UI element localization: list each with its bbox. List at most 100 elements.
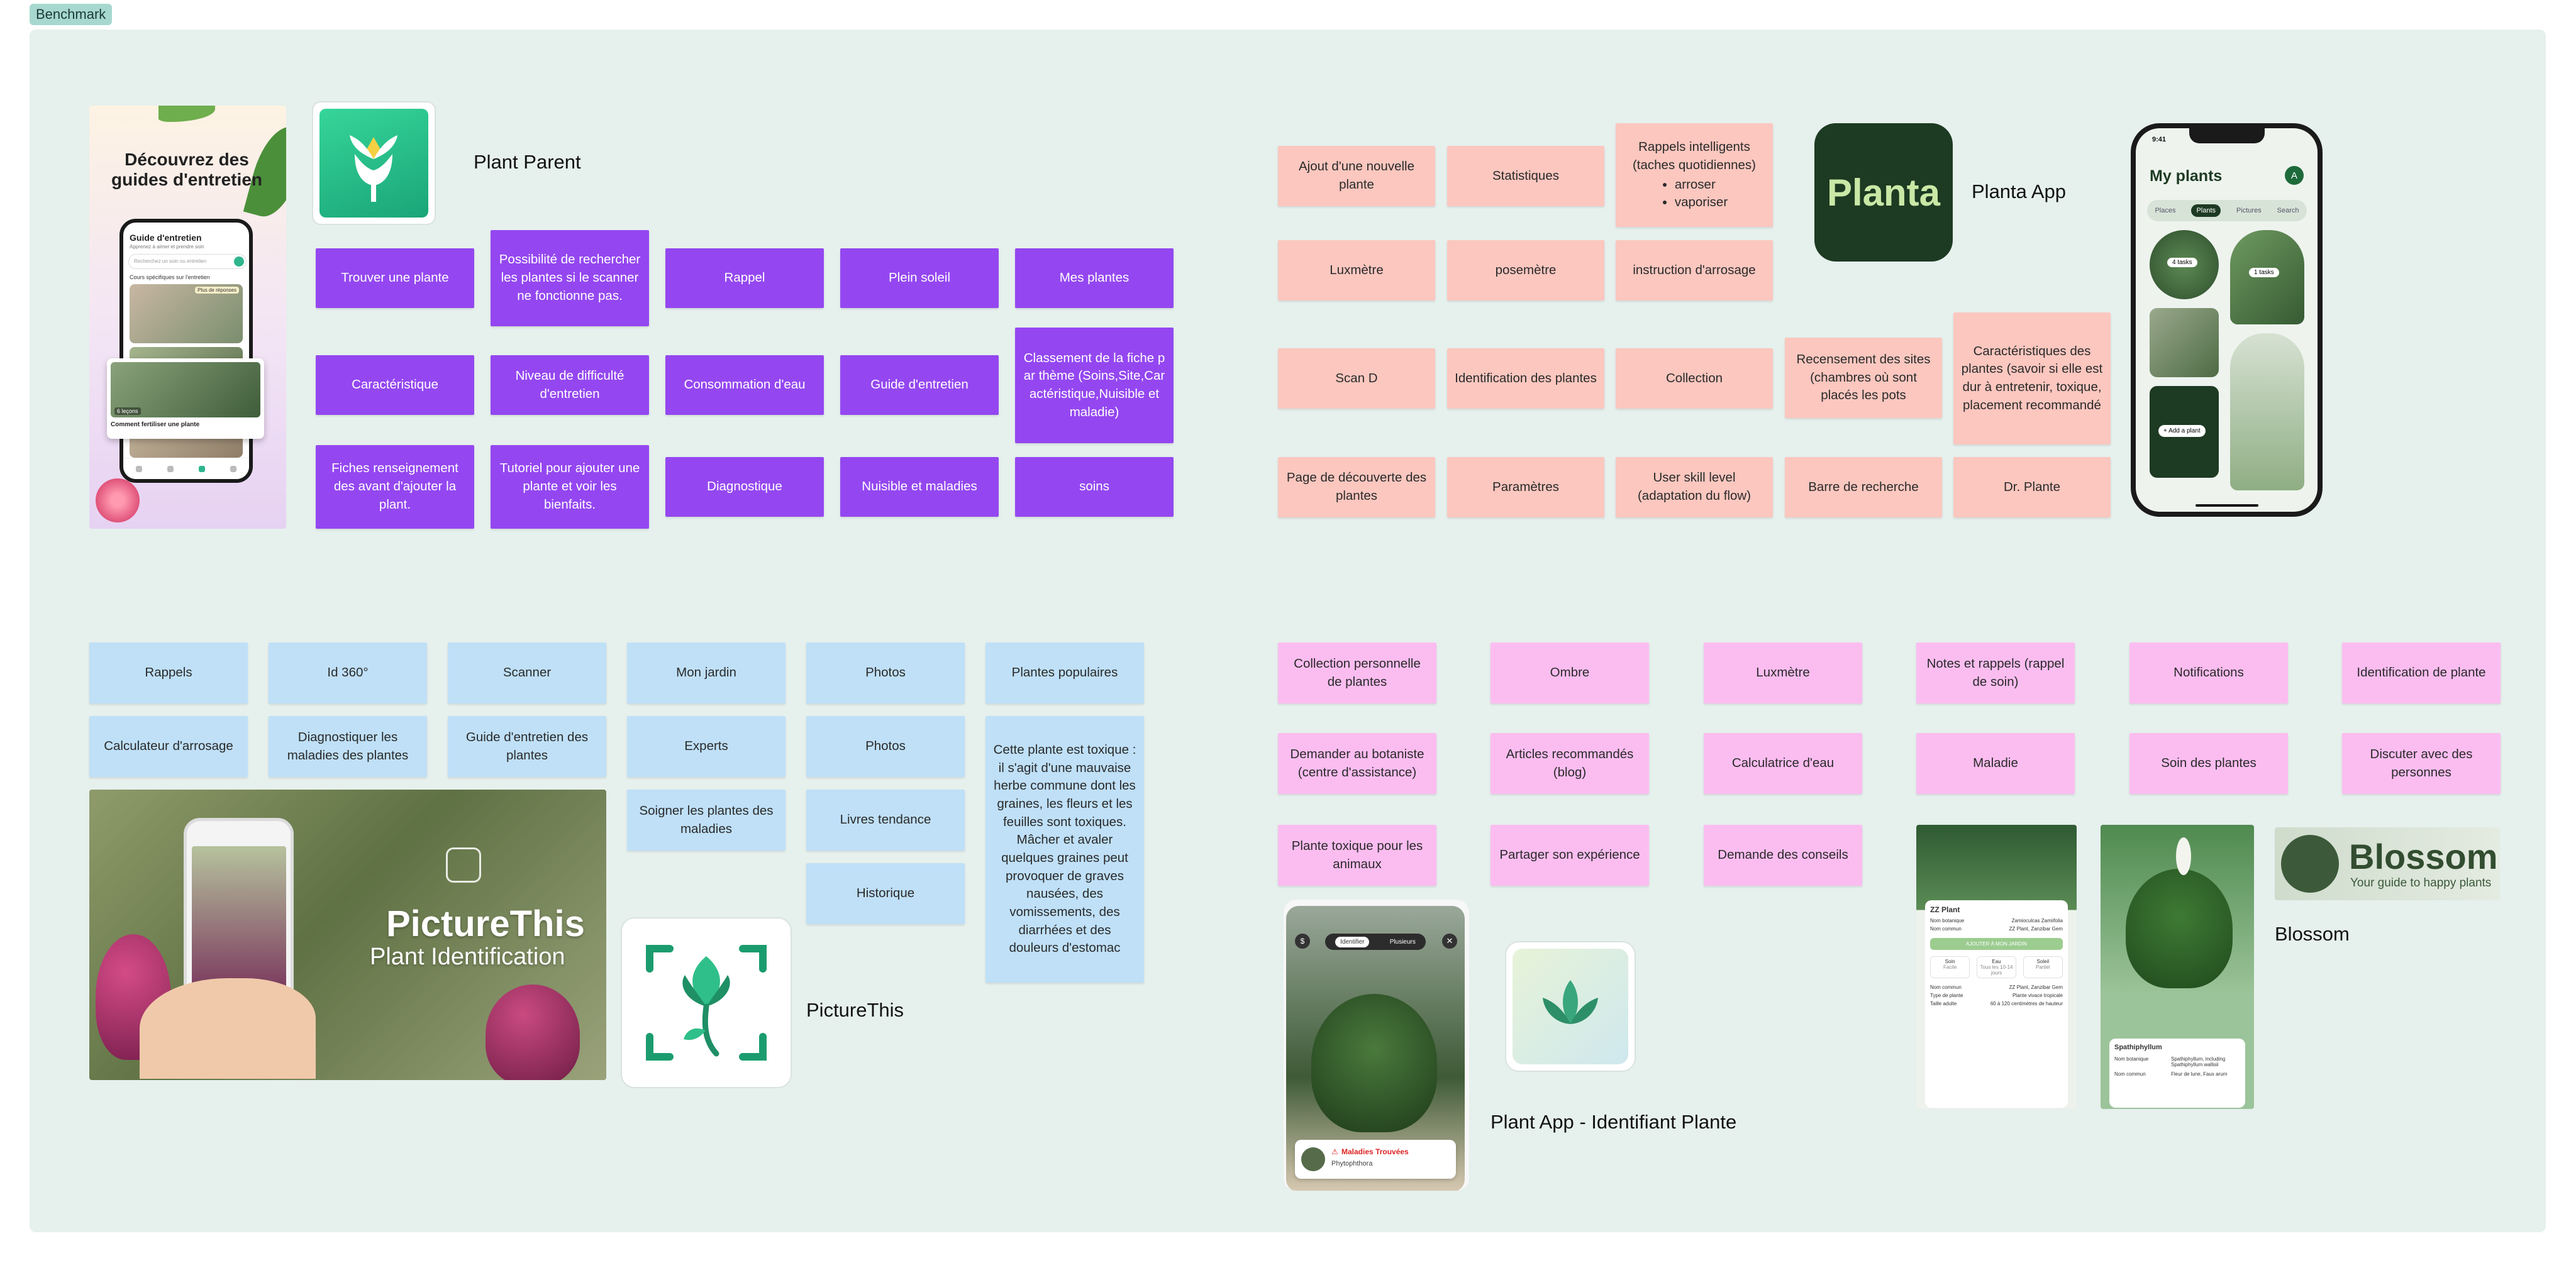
note-calculatrice-eau[interactable]: Calculatrice d'eau	[1704, 733, 1862, 794]
tab-plusieurs[interactable]: Plusieurs	[1389, 938, 1416, 946]
result-card[interactable]: ⚠ Maladies Trouvées Phytophthora	[1295, 1140, 1456, 1179]
note-soin-plantes[interactable]: Soin des plantes	[2129, 733, 2288, 794]
note-mon-jardin[interactable]: Mon jardin	[627, 643, 786, 703]
note-diagnostiquer-maladies[interactable]: Diagnostiquer les maladies des plantes	[269, 716, 427, 777]
note-fiches-renseignement[interactable]: Fiches renseignement des avant d'ajouter…	[316, 445, 474, 529]
result-subtitle: Phytophthora	[1331, 1160, 1373, 1167]
note-ajout-plante[interactable]: Ajout d'une nouvelle plante	[1278, 146, 1435, 206]
add-garden-button[interactable]: AJOUTER À MON JARDIN	[1930, 938, 2063, 950]
note-collection-personnelle[interactable]: Collection personnelle de plantes	[1278, 643, 1436, 703]
close-icon[interactable]: $	[1295, 934, 1310, 949]
note-niveau-difficulte[interactable]: Niveau de difficulté d'entretien	[491, 355, 649, 415]
avatar[interactable]: A	[2285, 166, 2304, 185]
add-plant-button[interactable]: + Add a plant	[2158, 425, 2206, 437]
note-mes-plantes[interactable]: Mes plantes	[1015, 248, 1174, 308]
note-scanner[interactable]: Scanner	[448, 643, 606, 703]
course-card[interactable]: Plus de réponses	[130, 284, 243, 343]
plant-card[interactable]: 4 tasks	[2150, 230, 2219, 299]
care-label: Eau	[1992, 959, 2001, 964]
note-scan-d[interactable]: Scan D	[1278, 348, 1435, 409]
note-page-decouverte[interactable]: Page de découverte des plantes	[1278, 457, 1435, 517]
planta-title: Planta App	[1972, 180, 2066, 202]
tab-icon[interactable]	[167, 465, 174, 472]
note-recensement-sites[interactable]: Recensement des sites (chambres où sont …	[1785, 338, 1942, 418]
note-plein-soleil[interactable]: Plein soleil	[840, 248, 999, 308]
tab-plants[interactable]: Plants	[2191, 204, 2221, 217]
info-label: Nom botanique	[1930, 918, 1965, 924]
plant-card[interactable]	[2150, 308, 2219, 377]
note-soins[interactable]: soins	[1015, 457, 1174, 517]
note-articles-recommandes[interactable]: Articles recommandés (blog)	[1491, 733, 1649, 794]
note-notifications[interactable]: Notifications	[2129, 643, 2288, 703]
note-livres-tendance[interactable]: Livres tendance	[806, 790, 965, 851]
note-plante-toxique-animaux[interactable]: Plante toxique pour les animaux	[1278, 825, 1436, 886]
plant-card[interactable]: 1 tasks	[2230, 230, 2304, 324]
blossom-logo: Blossom Your guide to happy plants	[2275, 827, 2500, 900]
search-icon[interactable]	[234, 256, 244, 267]
note-caracteristiques-plantes[interactable]: Caractéristiques des plantes (savoir si …	[1953, 312, 2111, 444]
note-rappel[interactable]: Rappel	[665, 248, 824, 308]
note-rappels-intelligents[interactable]: Rappels intelligents (taches quotidienne…	[1616, 123, 1773, 227]
close-icon[interactable]: ✕	[1442, 934, 1457, 949]
search-input[interactable]: Recherchez un soin ou entretien	[128, 254, 247, 269]
tab-pictures[interactable]: Pictures	[2236, 207, 2262, 214]
plant-name: Spathiphyllum	[2114, 1044, 2162, 1051]
add-plant-card[interactable]: + Add a plant	[2150, 386, 2219, 478]
note-experts[interactable]: Experts	[627, 716, 786, 777]
note-luxmetre-2[interactable]: Luxmètre	[1704, 643, 1862, 703]
note-diagnostique[interactable]: Diagnostique	[665, 457, 824, 517]
picturethis-title: PictureThis	[806, 999, 904, 1021]
tab-icon[interactable]	[136, 465, 142, 472]
planta-logo-text: Planta	[1826, 171, 1941, 214]
note-instruction-arrosage[interactable]: instruction d'arrosage	[1616, 240, 1773, 301]
note-ombre[interactable]: Ombre	[1491, 643, 1649, 703]
planta-tabs: Places Plants Pictures Search	[2147, 200, 2307, 221]
tab-places[interactable]: Places	[2155, 207, 2176, 214]
plant-card[interactable]	[2230, 333, 2304, 490]
note-tutoriel[interactable]: Tutoriel pour ajouter une plante et voir…	[491, 445, 649, 529]
note-maladie[interactable]: Maladie	[1916, 733, 2075, 794]
note-partager-experience[interactable]: Partager son expérience	[1491, 825, 1649, 886]
note-posemetre[interactable]: posemètre	[1447, 240, 1604, 301]
note-notes-rappels[interactable]: Notes et rappels (rappel de soin)	[1916, 643, 2075, 703]
note-nuisible-maladies[interactable]: Nuisible et maladies	[840, 457, 999, 517]
blossom-title: Blossom	[2275, 923, 2350, 945]
note-discuter-personnes[interactable]: Discuter avec des personnes	[2342, 733, 2501, 794]
note-soigner-plantes[interactable]: Soigner les plantes des maladies	[627, 790, 786, 851]
note-consommation-eau[interactable]: Consommation d'eau	[665, 355, 824, 415]
tab-icon[interactable]	[230, 465, 236, 472]
note-classement-fiche[interactable]: Classement de la fiche par thème (Soins,…	[1015, 328, 1174, 443]
picturethis-app-icon	[621, 917, 792, 1088]
note-user-skill-level[interactable]: User skill level (adaptation du flow)	[1616, 457, 1773, 517]
note-statistiques[interactable]: Statistiques	[1447, 146, 1604, 206]
tab-identifier[interactable]: Identifier	[1335, 936, 1370, 947]
note-demander-botaniste[interactable]: Demander au botaniste (centre d'assistan…	[1278, 733, 1436, 794]
note-identification-plante[interactable]: Identification de plante	[2342, 643, 2501, 703]
tab-search[interactable]: Search	[2277, 207, 2299, 214]
note-collection[interactable]: Collection	[1616, 348, 1773, 409]
note-identification-plantes[interactable]: Identification des plantes	[1447, 348, 1604, 409]
note-caracteristique[interactable]: Caractéristique	[316, 355, 474, 415]
tasks-badge: 1 tasks	[2249, 268, 2279, 277]
frame-label[interactable]: Benchmark	[30, 4, 113, 25]
note-guide-entretien[interactable]: Guide d'entretien	[840, 355, 999, 415]
note-luxmetre[interactable]: Luxmètre	[1278, 240, 1435, 301]
note-trouver-plante[interactable]: Trouver une plante	[316, 248, 474, 308]
note-rappels[interactable]: Rappels	[89, 643, 248, 703]
note-recherche-plantes[interactable]: Possibilité de rechercher les plantes si…	[491, 230, 649, 326]
tab-icon[interactable]	[199, 465, 205, 472]
note-dr-plante[interactable]: Dr. Plante	[1953, 457, 2111, 517]
phone-screen	[192, 846, 286, 991]
note-demande-conseils[interactable]: Demande des conseils	[1704, 825, 1862, 886]
planta-screen: 9:41 My plants A Places Plants Pictures …	[2136, 128, 2318, 512]
note-plante-toxique[interactable]: Cette plante est toxique : il s'agit d'u…	[985, 716, 1144, 983]
note-historique[interactable]: Historique	[806, 863, 965, 924]
note-id-360[interactable]: Id 360°	[269, 643, 427, 703]
note-calculateur-arrosage[interactable]: Calculateur d'arrosage	[89, 716, 248, 777]
note-barre-recherche[interactable]: Barre de recherche	[1785, 457, 1942, 517]
note-parametres[interactable]: Paramètres	[1447, 457, 1604, 517]
note-plantes-populaires[interactable]: Plantes populaires	[985, 643, 1144, 703]
note-photos[interactable]: Photos	[806, 643, 965, 703]
note-photos-2[interactable]: Photos	[806, 716, 965, 777]
note-guide-entretien-plantes[interactable]: Guide d'entretien des plantes	[448, 716, 606, 777]
